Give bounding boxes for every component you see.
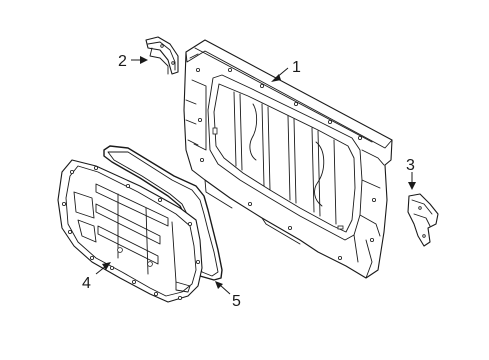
callout-leader-1 [271, 67, 289, 82]
callout-number-3: 3 [406, 157, 415, 174]
side-bracket-part-3 [407, 193, 439, 247]
seal-gasket-part-5 [103, 145, 223, 281]
callout-number-4: 4 [82, 275, 91, 292]
inner-panel-part-4 [57, 159, 203, 303]
callout-leader-4 [95, 262, 111, 275]
bracket-part-2 [145, 36, 179, 75]
callout-number-1: 1 [292, 59, 301, 76]
callout-number-5: 5 [232, 293, 241, 310]
callout-leader-3 [408, 172, 416, 190]
callout-leader-5 [215, 281, 231, 295]
callout-number-2: 2 [118, 53, 127, 70]
front-panel-part-1 [183, 39, 393, 279]
callout-leader-2 [131, 56, 148, 64]
